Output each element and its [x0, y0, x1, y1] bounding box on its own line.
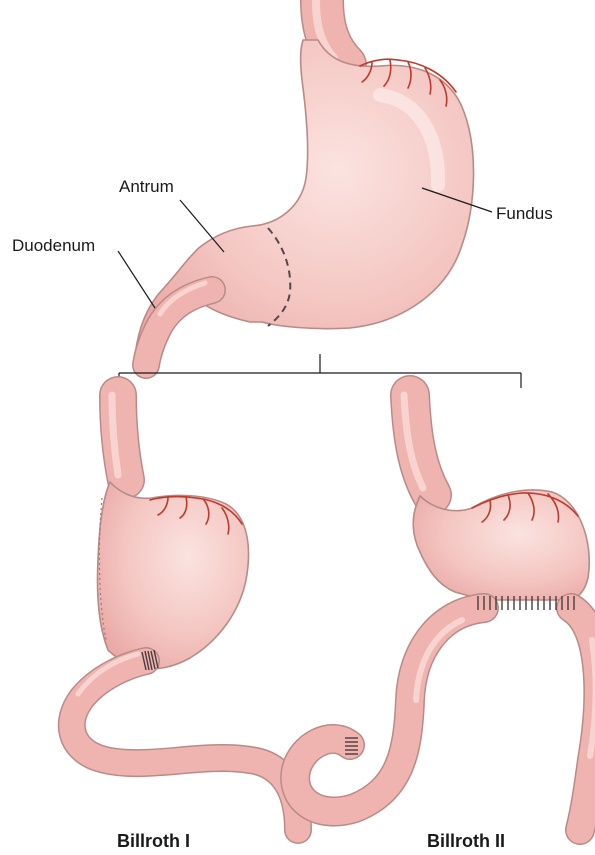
caption-billroth-i: Billroth I — [117, 831, 190, 851]
b1-esophagus — [112, 395, 126, 480]
label-antrum: Antrum — [119, 177, 174, 196]
label-duodenum: Duodenum — [12, 236, 95, 255]
antrum-leader — [180, 200, 224, 252]
b1-stomach-remnant — [97, 482, 248, 669]
b2-jejunal-loop — [295, 608, 595, 830]
intact-stomach — [134, 0, 474, 365]
duodenum — [146, 283, 212, 365]
billroth-i-diagram — [72, 395, 298, 830]
billroth-ii-diagram — [295, 395, 595, 830]
bracket — [119, 354, 521, 388]
label-fundus: Fundus — [496, 204, 553, 223]
caption-billroth-ii: Billroth II — [427, 831, 505, 851]
b1-duodenum — [72, 654, 298, 830]
b2-esophagus — [404, 395, 432, 495]
duodenum-leader — [118, 251, 155, 308]
